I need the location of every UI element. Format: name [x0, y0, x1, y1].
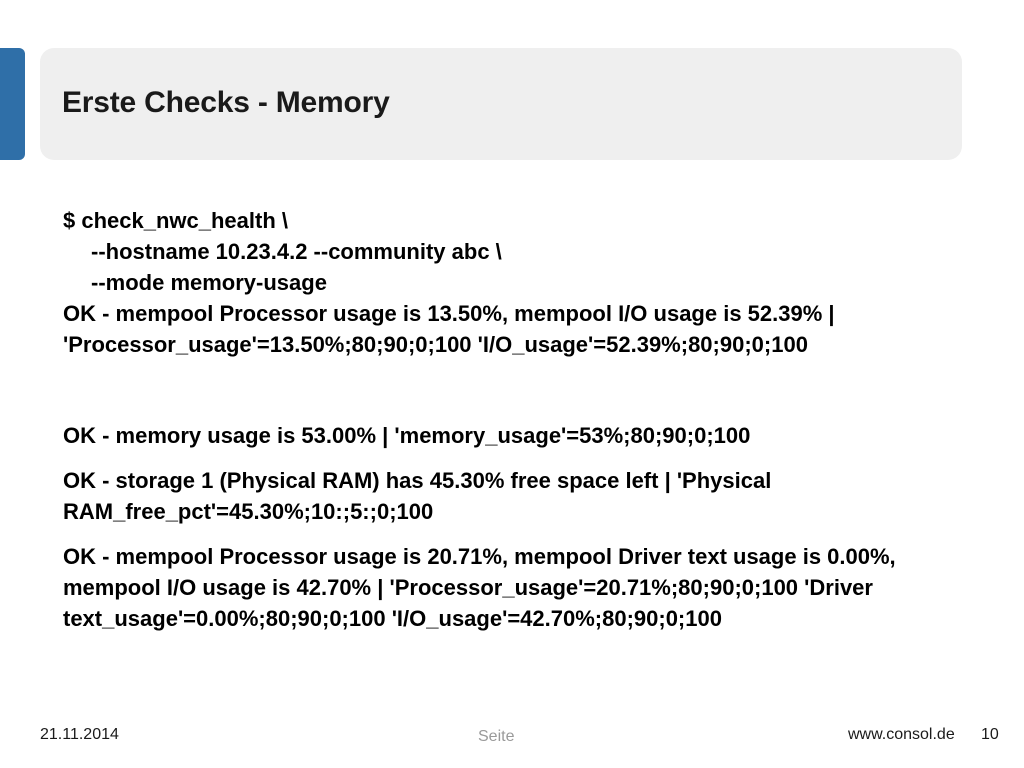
accent-bar — [0, 48, 25, 160]
spacer — [63, 527, 963, 541]
slide-content: $ check_nwc_health \ --hostname 10.23.4.… — [63, 205, 963, 634]
footer-page-label: Seite — [478, 728, 515, 745]
output-block-3: OK - storage 1 (Physical RAM) has 45.30%… — [63, 468, 772, 524]
output-block-1: OK - mempool Processor usage is 13.50%, … — [63, 301, 835, 357]
title-box: Erste Checks - Memory — [40, 48, 962, 160]
output-block-2: OK - memory usage is 53.00% | 'memory_us… — [63, 423, 751, 448]
footer-date: 21.11.2014 — [40, 726, 119, 743]
slide-title: Erste Checks - Memory — [62, 86, 390, 119]
output-block-4: OK - mempool Processor usage is 20.71%, … — [63, 544, 896, 631]
footer-page-number: 10 — [981, 726, 999, 743]
footer-url: www.consol.de — [848, 726, 955, 743]
command-line-3: --mode memory-usage — [91, 270, 327, 295]
command-line-2: --hostname 10.23.4.2 --community abc \ — [91, 239, 502, 264]
spacer — [63, 360, 963, 420]
command-line-1: $ check_nwc_health \ — [63, 208, 288, 233]
spacer — [63, 451, 963, 465]
